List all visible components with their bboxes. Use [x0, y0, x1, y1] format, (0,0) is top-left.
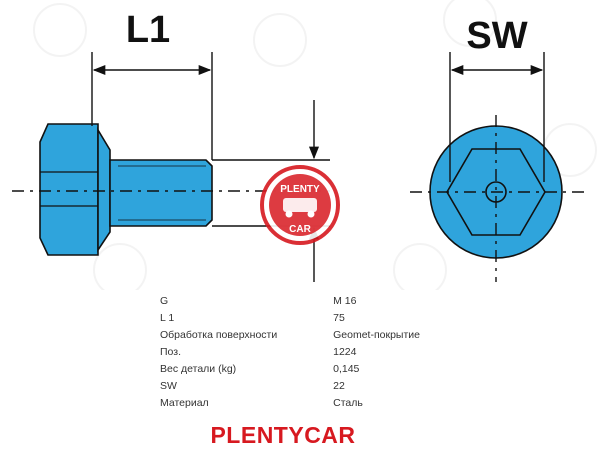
spec-value: 75: [333, 311, 345, 324]
l1-label: L1: [126, 9, 170, 51]
spec-value: 0,145: [333, 362, 360, 375]
spec-key: Обработка поверхности: [160, 328, 278, 341]
bolt-side-view: [39, 123, 213, 256]
plentycar-watermark-logo: PLENTY CAR: [260, 165, 340, 245]
spec-row: SW 22: [160, 377, 420, 394]
spec-row: Поз. 1224: [160, 343, 420, 360]
bolt-shank: [109, 159, 213, 227]
spec-value: M 16: [333, 294, 357, 307]
spec-key: SW: [160, 379, 177, 392]
spec-key: Поз.: [160, 345, 181, 358]
spec-key: G: [160, 294, 169, 307]
spec-row: L 1 75: [160, 309, 420, 326]
dimension-sw: [449, 52, 545, 182]
spec-value: Сталь: [333, 396, 363, 409]
dimension-l1: [91, 52, 213, 160]
watermark-text-bottom: CAR: [289, 224, 311, 235]
bolt-head: [39, 123, 99, 256]
spec-value: 1224: [333, 345, 357, 358]
spec-value: Geomet-покрытие: [333, 328, 420, 341]
technical-drawing: L1 PLENTY CAR SW: [12, 0, 597, 290]
spec-row: Вес детали (kg) 0,145: [160, 360, 420, 377]
spec-key: Материал: [160, 396, 209, 409]
bolt-flange: [97, 127, 111, 253]
spec-key: L 1: [160, 311, 175, 324]
spec-key: Вес детали (kg): [160, 362, 237, 375]
spec-row: Материал Сталь: [160, 394, 420, 411]
plentycar-brand: PLENTYCAR: [210, 422, 356, 448]
spec-row: G M 16: [160, 292, 420, 309]
watermark-text-top: PLENTY: [280, 184, 320, 195]
sw-label: SW: [466, 15, 527, 57]
spec-row: Обработка поверхности Geomet-покрытие: [160, 326, 420, 343]
spec-value: 22: [333, 379, 345, 392]
watermark-pattern: [33, 0, 597, 290]
